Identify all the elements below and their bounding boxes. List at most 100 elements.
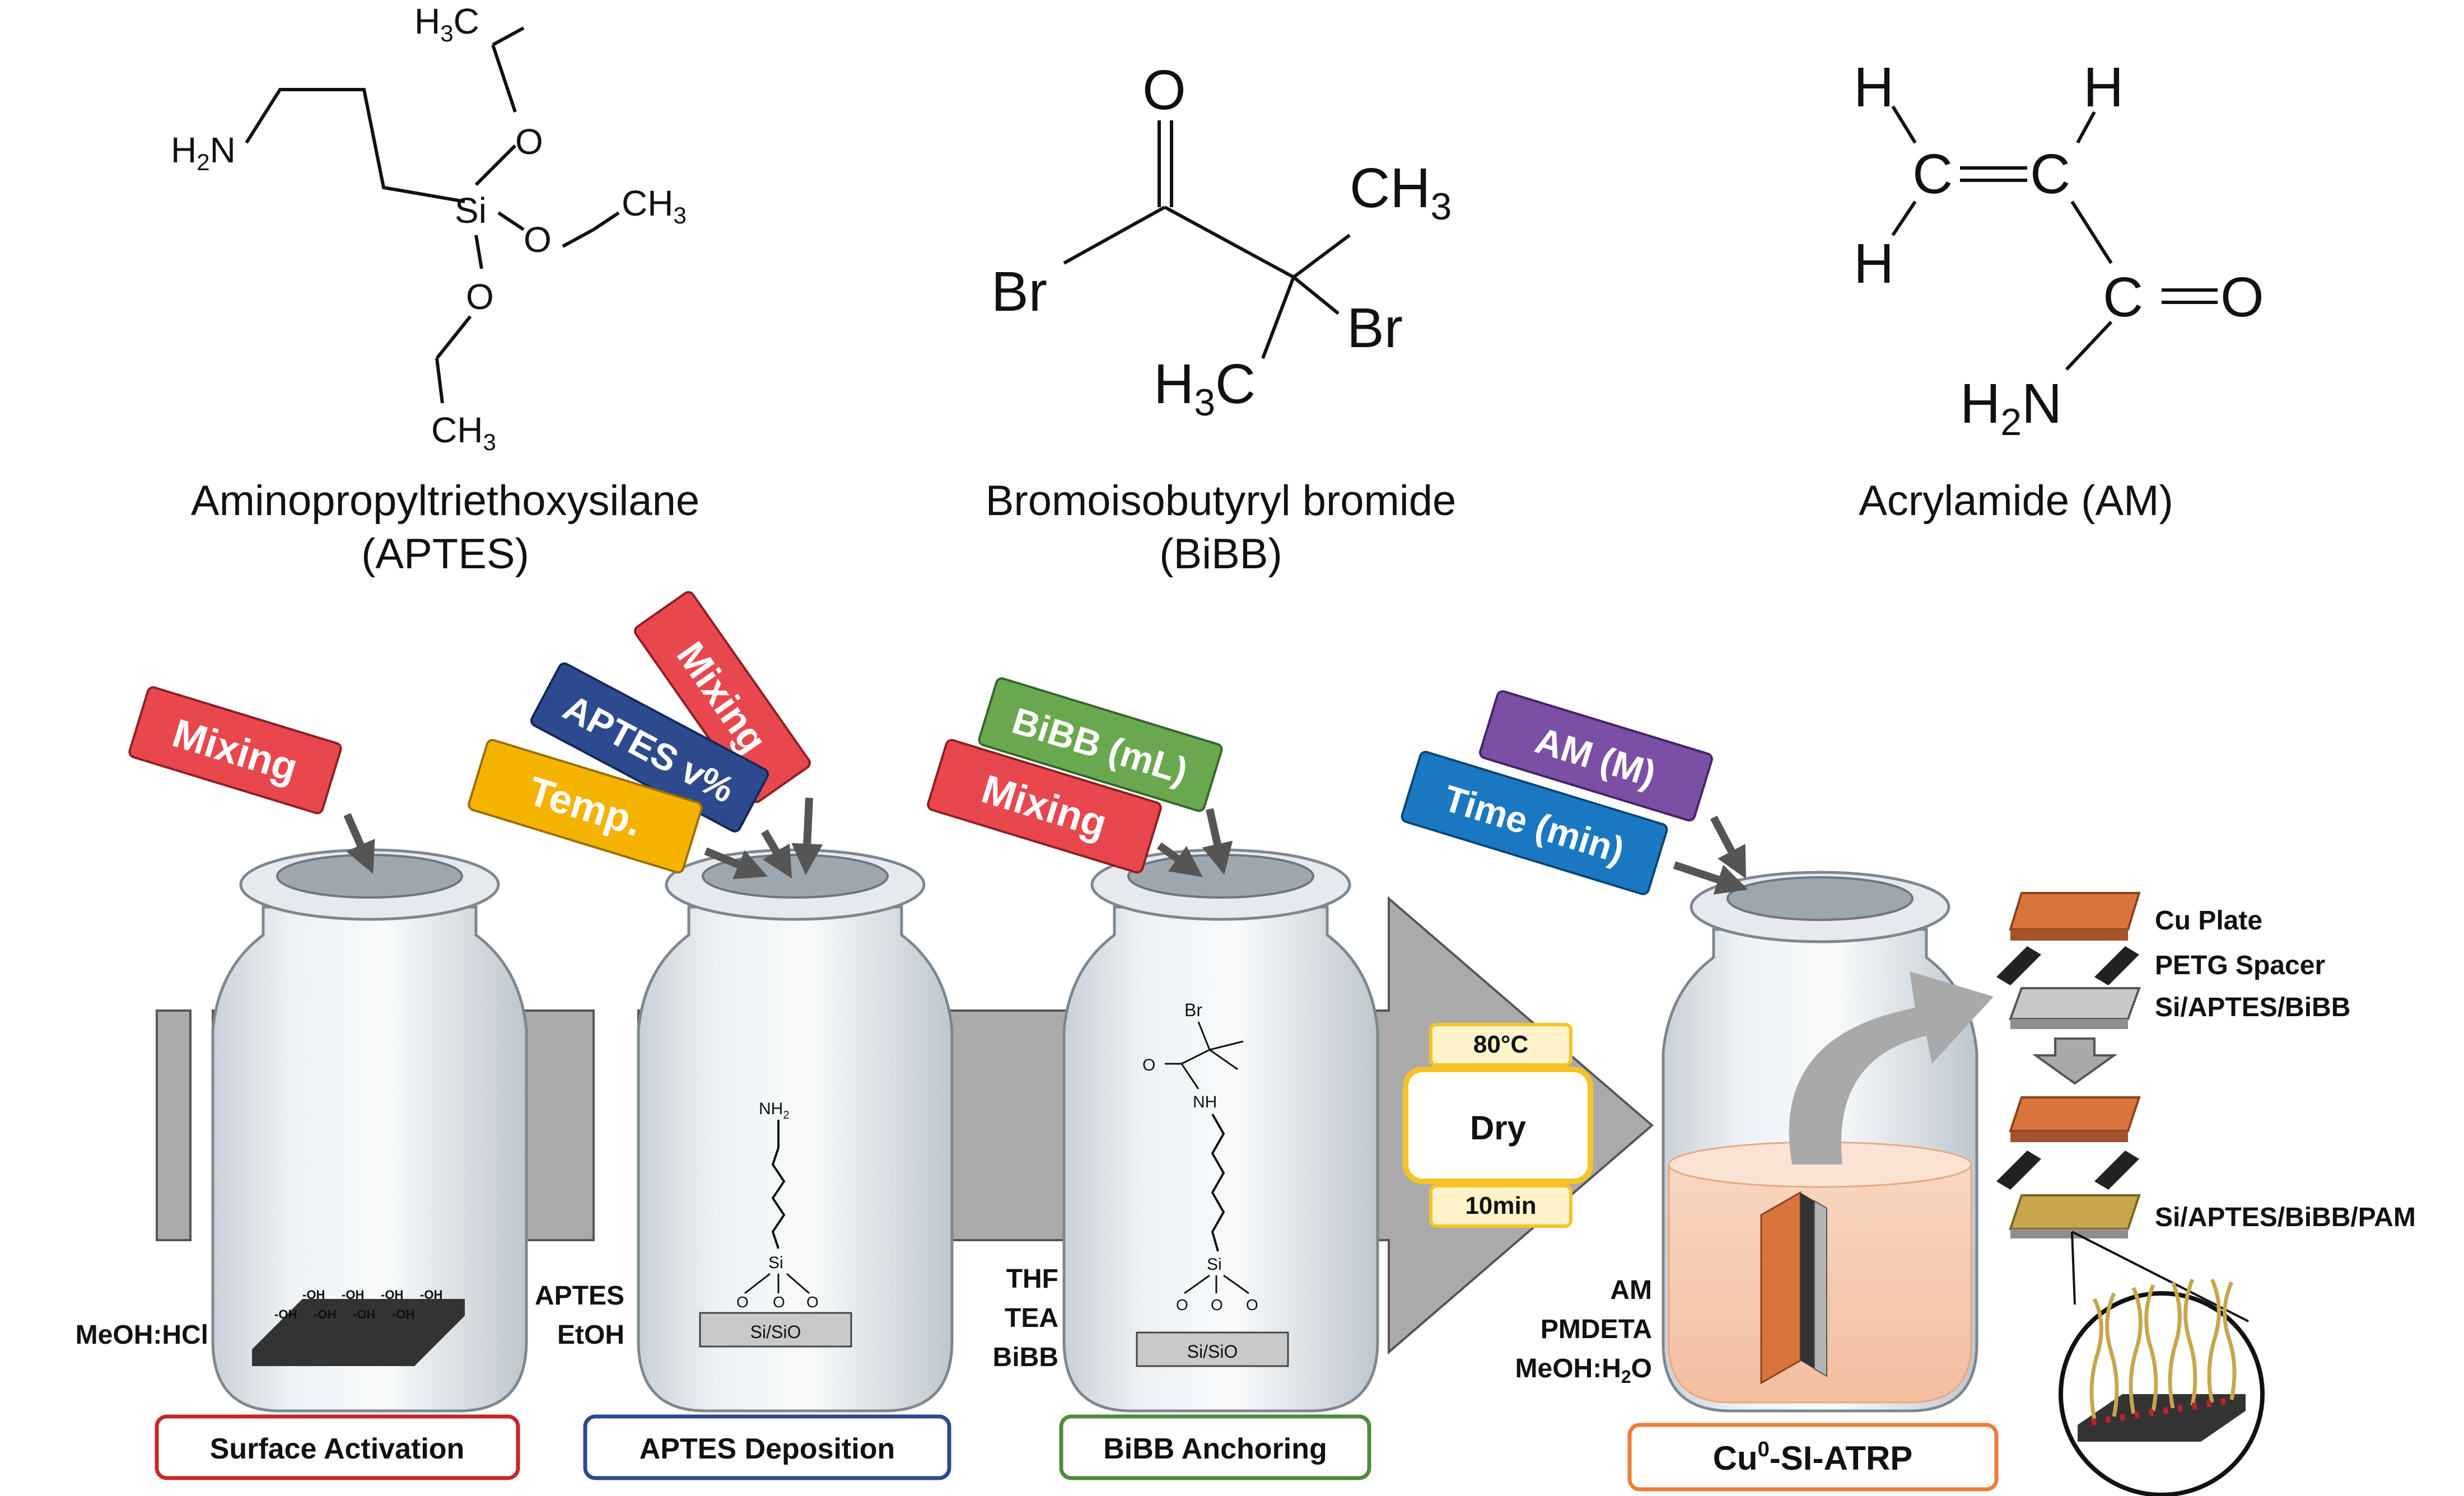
aptes-bond	[492, 26, 525, 46]
bibb-o: O	[1142, 59, 1186, 121]
am-h-l: H	[1854, 232, 1894, 295]
bibb-name: Bromoisobutyryl bromide	[986, 477, 1457, 525]
step-label: Surface Activation	[210, 1433, 465, 1465]
spacer-left	[1996, 946, 2041, 985]
dry-label: Dry	[1470, 1109, 1527, 1147]
si-o-bond	[786, 1273, 810, 1294]
am-bond	[1891, 105, 1917, 144]
step-aptes-deposition: APTES Deposition	[583, 1414, 951, 1480]
si-substrate	[2009, 987, 2141, 1020]
aptes-si: Si	[455, 190, 487, 231]
substrate-block	[699, 1312, 852, 1348]
step-bibb-anchoring: BiBB Anchoring	[1059, 1414, 1371, 1480]
aptes-h3c-top: H3C	[414, 1, 479, 46]
arrow-segment	[156, 1009, 192, 1241]
vial-body	[637, 905, 954, 1413]
bibb-nh: NH	[1193, 1093, 1217, 1111]
curved-arrow	[1710, 815, 1747, 879]
aptes-o-upper: O	[515, 121, 543, 162]
aptes-h2n: H2N	[171, 130, 236, 175]
label-cu-plate: Cu Plate	[2155, 906, 2262, 936]
spacer-right	[2094, 946, 2139, 985]
down-arrow	[2032, 1037, 2118, 1085]
vial-surface-activation: -OH -OH -OH -OH -OH -OH -OH -OH MeOH:HCl	[76, 848, 528, 1413]
si-o-bond	[744, 1273, 771, 1294]
si-substrate-side	[2010, 1019, 2128, 1029]
am-h-tr: H	[2083, 56, 2124, 119]
bibb-o-atom: O	[1176, 1296, 1188, 1313]
tag-v1-mixing: Mixing	[128, 686, 342, 815]
am-c3: C	[2103, 266, 2143, 329]
aptes-o-right: O	[524, 219, 552, 260]
label-substrate: Si/APTES/BiBB	[2155, 993, 2350, 1022]
brush-strand	[2223, 1281, 2237, 1400]
dry-temp-box	[1429, 1023, 1572, 1067]
si-o-bond	[1184, 1274, 1210, 1294]
curved-arrow	[704, 847, 768, 880]
am-c2: C	[2030, 143, 2070, 205]
dry-time-box	[1429, 1184, 1572, 1228]
vial-si-atrp: AM PMDETA MeOH:H2O	[1515, 871, 1994, 1413]
bibb-o-atom: O	[1246, 1296, 1258, 1313]
bibb-br-atom: Br	[1184, 1000, 1202, 1020]
vial-body	[211, 905, 528, 1413]
vial1-solvent: MeOH:HCl	[76, 1320, 208, 1350]
substrate-label: Si/SiO	[750, 1322, 801, 1342]
spacer-left-2	[1996, 1151, 2041, 1190]
aptes-si-atom: Si	[768, 1254, 783, 1272]
bibb-br-left: Br	[991, 260, 1047, 323]
spacer-right-2	[2094, 1151, 2139, 1190]
bibb-bond	[1261, 276, 1295, 359]
bibb-bond	[1181, 1049, 1210, 1065]
curved-arrow	[1673, 861, 1748, 895]
substrate-slab	[252, 1299, 465, 1366]
vial3-reagent: BiBB	[993, 1343, 1058, 1372]
brush-anchor-row	[2091, 1396, 2235, 1425]
aptes-nh2: NH2	[759, 1100, 789, 1121]
brush-strand	[2207, 1278, 2221, 1403]
am-bond	[2076, 111, 2096, 144]
aptes-bonds	[245, 88, 465, 203]
polymer-brushes	[2078, 1278, 2246, 1442]
vial4-reagent: MeOH:H2O	[1515, 1354, 1652, 1387]
aptes-o-atom: O	[806, 1293, 819, 1311]
brush-strand	[2168, 1281, 2182, 1409]
vial-mouth	[1726, 876, 1914, 921]
aptes-bond	[435, 358, 444, 404]
brush-strand	[2089, 1298, 2103, 1420]
bibb-bond	[1209, 1040, 1244, 1051]
stack-assembly: Cu Plate PETG Spacer Si/APTES/BiBB Si/AP…	[1996, 892, 2416, 1496]
bibb-bond	[1063, 205, 1166, 265]
aptes-bond	[435, 315, 472, 359]
aptes-o-atom: O	[736, 1293, 749, 1311]
dry-main-box	[1403, 1067, 1593, 1184]
am-c1: C	[1912, 143, 1953, 205]
bibb-chain	[1211, 1114, 1225, 1252]
am-h-tl: H	[1854, 56, 1894, 119]
curved-arrow	[1202, 808, 1233, 875]
aptes-bond	[474, 144, 517, 186]
am-bond	[1891, 200, 1917, 236]
sample-stack	[1760, 1191, 1802, 1385]
curved-arrow	[343, 813, 375, 874]
am-h2n: H2N	[1960, 372, 2062, 443]
bibb-o-atom: O	[1211, 1296, 1223, 1313]
brush-base	[2078, 1394, 2246, 1442]
vial-mouth	[276, 854, 463, 899]
surface-oh-label: -OH	[392, 1307, 414, 1321]
si-o-bond	[1223, 1274, 1249, 1294]
surface-oh-label: -OH	[314, 1307, 336, 1321]
molecule-aptes: H3C H2N O Si O O CH3 CH3 Aminopropyltrie…	[171, 1, 699, 578]
bibb-br-right: Br	[1347, 297, 1403, 359]
aptes-ch3-bottom: CH3	[431, 410, 496, 455]
bibb-bond	[1292, 233, 1351, 279]
bibb-bond	[1197, 1021, 1211, 1050]
surface-oh-label: -OH	[381, 1288, 403, 1302]
cu-plate-2	[2009, 1096, 2141, 1132]
surface-oh-label: -OH	[342, 1288, 364, 1302]
surface-oh-label: -OH	[420, 1288, 442, 1302]
brush-strand	[2144, 1284, 2158, 1411]
brush-strand	[2105, 1292, 2119, 1417]
am-o: O	[2220, 266, 2264, 329]
